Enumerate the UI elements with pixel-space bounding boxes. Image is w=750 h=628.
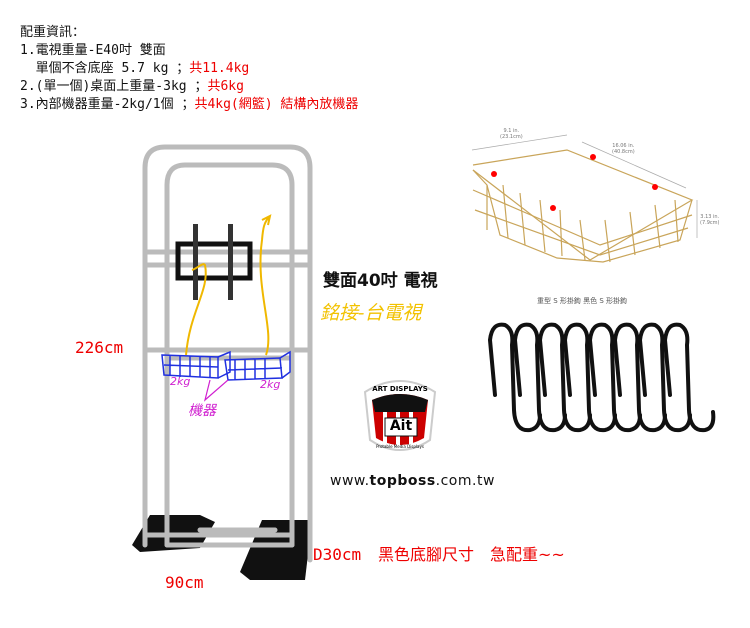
tv-handwritten-note: 銘接-台電視 <box>320 302 422 324</box>
info-line-1b: 單個不含底座 5.7 kg ； <box>20 61 190 76</box>
s-hooks <box>487 322 716 433</box>
machine-note: 機器 <box>188 403 216 419</box>
width-label: 90cm <box>165 573 204 592</box>
basket-weight-right: 2kg <box>260 378 281 391</box>
base-note: 黑色底腳尺寸 急配重~~ <box>378 545 565 564</box>
info-line-3: 3.內部機器重量-2kg/1個 ； <box>20 97 195 112</box>
logo-center-text: Ait <box>389 418 413 434</box>
sketch-arrows <box>185 214 272 356</box>
info-line-2: 2.(單一個)桌面上重量-3kg ； <box>20 79 208 94</box>
basket-length: 16.06 in.(40.8cm) <box>612 143 635 155</box>
info-line-1: 1.電視重量-E40吋 雙面 <box>20 43 166 58</box>
basket-hook-points <box>491 154 658 211</box>
tv-mount <box>175 224 253 300</box>
info-line-3-total: 共4kg(網籃) 結構內放機器 <box>194 97 359 112</box>
basket-photo <box>472 149 694 263</box>
tv-label: 雙面40吋 電視 <box>323 271 438 291</box>
basket-width: 9.1 in.(23.1cm) <box>500 128 523 140</box>
stand-frame <box>142 144 313 563</box>
hooks-caption: 重型 S 形掛鉤 黑色 S 形掛鉤 <box>537 297 628 305</box>
sketch-pointer <box>203 379 229 402</box>
depth-label: D30cm <box>313 545 362 564</box>
basket-weight-left: 2kg <box>170 375 191 388</box>
info-line-2-total: 共6kg <box>207 79 244 94</box>
logo-top-text: ART DISPLAYS <box>372 385 428 393</box>
basket-dimension-lines <box>471 134 698 238</box>
basket-height: 3.13 in.(7.9cm) <box>700 214 720 226</box>
sketch-baskets <box>161 350 291 381</box>
height-label: 226cm <box>75 338 124 357</box>
weight-info: 配重資訊： 1.電視重量-E40吋 雙面 單個不含底座 5.7 kg ；共11.… <box>20 24 358 114</box>
info-heading: 配重資訊： <box>20 25 86 40</box>
website-url[interactable]: www.topboss.com.tw <box>330 473 495 489</box>
logo-bottom-text: Protable Media Displays <box>376 444 424 449</box>
info-line-1-total: 共11.4kg <box>189 61 250 76</box>
art-displays-logo <box>363 380 437 451</box>
